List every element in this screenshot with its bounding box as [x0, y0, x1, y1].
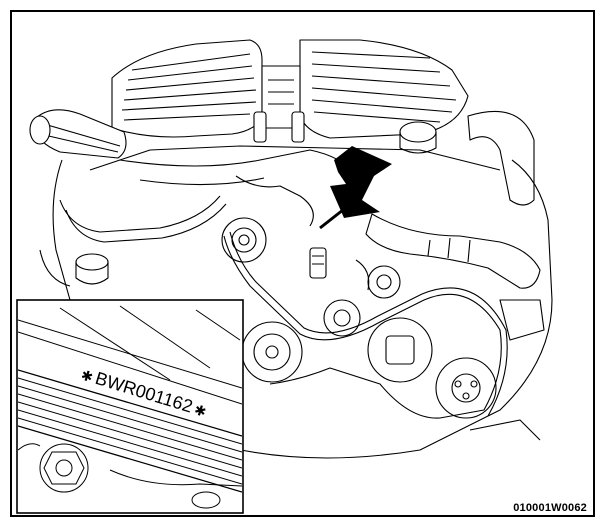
- pulley-left: [221, 217, 267, 263]
- engraving-prefix-mark: ✱: [79, 367, 95, 386]
- water-pump-pulley: [367, 317, 433, 383]
- engraving-suffix-mark: ✱: [192, 401, 208, 420]
- pulley-tensioner: [323, 299, 361, 337]
- down-left-arrow-icon: [319, 146, 392, 230]
- crank-pulley: [241, 321, 303, 383]
- engine-drawing: [29, 39, 553, 459]
- reference-code: 010001W0062: [513, 502, 587, 514]
- pulley-right: [367, 265, 401, 299]
- intake-plenum-right: [299, 39, 469, 139]
- ac-compressor-pulley: [435, 357, 497, 419]
- inset-detail: ✱BWR001162✱: [16, 299, 244, 514]
- serpentine-belt: [223, 235, 502, 419]
- engine-block: [52, 159, 553, 459]
- oil-filler-cap: [399, 121, 437, 143]
- coolant-hose: [365, 213, 541, 289]
